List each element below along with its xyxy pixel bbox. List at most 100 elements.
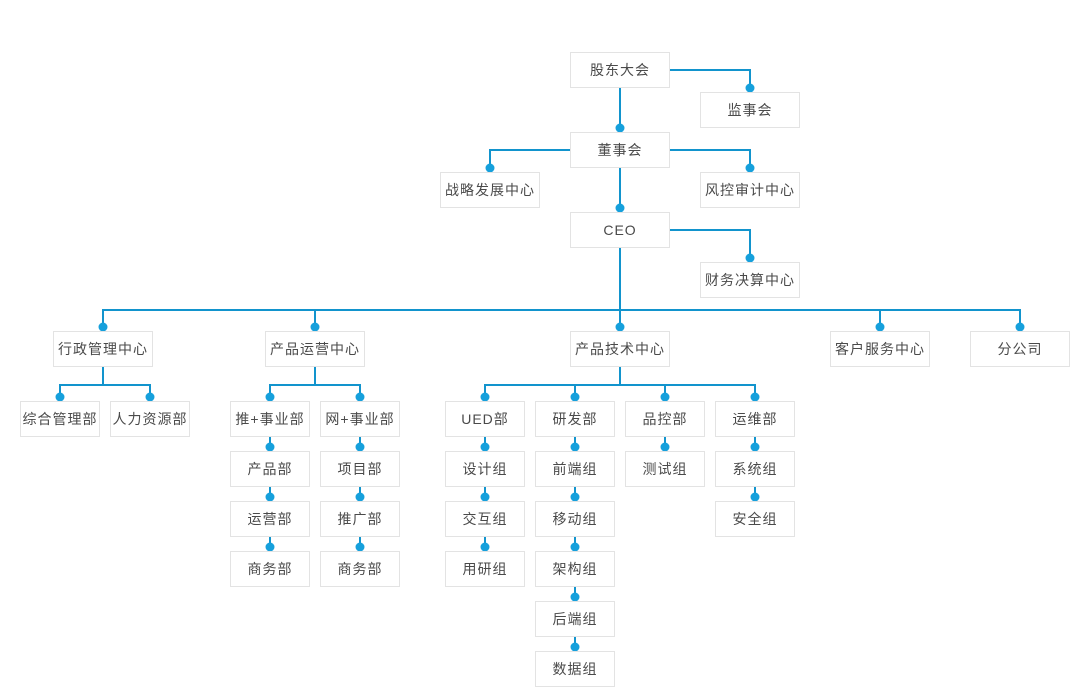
org-node-user-research-team: 用研组 <box>445 551 525 587</box>
connector-line <box>359 384 361 397</box>
org-node-risk-audit-center: 风控审计中心 <box>700 172 800 208</box>
org-node-design-team: 设计组 <box>445 451 525 487</box>
org-node-board-of-directors: 董事会 <box>570 132 670 168</box>
connector-dot <box>750 492 760 502</box>
org-node-business-dept-wang: 商务部 <box>320 551 400 587</box>
connector-dot <box>570 492 580 502</box>
connector-line <box>269 384 361 386</box>
org-node-shareholders-meeting: 股东大会 <box>570 52 670 88</box>
connector-line <box>574 384 576 397</box>
org-node-operation-dept: 运营部 <box>230 501 310 537</box>
connector-line <box>149 384 151 397</box>
connector-dot <box>1015 322 1025 332</box>
connector-line <box>59 384 151 386</box>
connector-line <box>484 487 486 497</box>
connector-dot <box>745 253 755 263</box>
connector-line <box>484 384 756 386</box>
connector-dot <box>750 442 760 452</box>
org-node-ops-dept: 运维部 <box>715 401 795 437</box>
connector-line <box>664 437 666 447</box>
connector-line <box>574 487 576 497</box>
org-node-product-dept: 产品部 <box>230 451 310 487</box>
connector-line <box>102 309 104 327</box>
org-node-mobile-team: 移动组 <box>535 501 615 537</box>
org-node-ceo: CEO <box>570 212 670 248</box>
connector-line <box>619 367 621 385</box>
connector-line <box>670 229 751 231</box>
connector-line <box>1019 309 1021 327</box>
connector-line <box>314 309 316 327</box>
connector-dot <box>265 492 275 502</box>
connector-dot <box>480 392 490 402</box>
connector-line <box>749 149 751 168</box>
connector-line <box>484 437 486 447</box>
org-node-frontend-team: 前端组 <box>535 451 615 487</box>
connector-dot <box>265 442 275 452</box>
connector-line <box>619 248 621 310</box>
connector-dot <box>265 542 275 552</box>
connector-line <box>670 69 751 71</box>
org-node-branch-company: 分公司 <box>970 331 1070 367</box>
org-node-rd-dept: 研发部 <box>535 401 615 437</box>
connector-dot <box>310 322 320 332</box>
org-node-ued-dept: UED部 <box>445 401 525 437</box>
connector-line <box>879 309 881 327</box>
connector-dot <box>570 642 580 652</box>
connector-line <box>359 437 361 447</box>
org-node-business-dept-tui: 商务部 <box>230 551 310 587</box>
org-node-general-mgmt-dept: 综合管理部 <box>20 401 100 437</box>
connector-line <box>102 309 1021 311</box>
connector-dot <box>145 392 155 402</box>
connector-dot <box>355 542 365 552</box>
connector-line <box>664 384 666 397</box>
connector-dot <box>570 392 580 402</box>
connector-line <box>749 229 751 258</box>
connector-line <box>314 367 316 385</box>
org-node-tui-business-dept: 推+事业部 <box>230 401 310 437</box>
connector-line <box>574 587 576 597</box>
org-node-supervisory-board: 监事会 <box>700 92 800 128</box>
connector-line <box>754 437 756 447</box>
connector-dot <box>480 442 490 452</box>
connector-dot <box>570 592 580 602</box>
connector-line <box>269 437 271 447</box>
org-node-system-team: 系统组 <box>715 451 795 487</box>
org-node-product-operation-center: 产品运营中心 <box>265 331 365 367</box>
org-node-admin-center: 行政管理中心 <box>53 331 153 367</box>
org-node-strategy-center: 战略发展中心 <box>440 172 540 208</box>
org-node-promotion-dept: 推广部 <box>320 501 400 537</box>
connector-dot <box>660 442 670 452</box>
org-node-hr-dept: 人力资源部 <box>110 401 190 437</box>
connector-dot <box>98 322 108 332</box>
org-node-project-dept: 项目部 <box>320 451 400 487</box>
connector-dot <box>875 322 885 332</box>
connector-line <box>574 537 576 547</box>
connector-line <box>359 537 361 547</box>
org-node-wang-business-dept: 网+事业部 <box>320 401 400 437</box>
connector-line <box>269 384 271 397</box>
connector-dot <box>480 542 490 552</box>
connector-line <box>619 88 621 128</box>
connector-line <box>484 537 486 547</box>
connector-line <box>269 487 271 497</box>
org-node-testing-team: 测试组 <box>625 451 705 487</box>
connector-line <box>670 149 751 151</box>
connector-line <box>619 309 621 327</box>
org-node-qc-dept: 品控部 <box>625 401 705 437</box>
org-node-data-team: 数据组 <box>535 651 615 687</box>
connector-dot <box>660 392 670 402</box>
org-node-backend-team: 后端组 <box>535 601 615 637</box>
connector-dot <box>615 123 625 133</box>
org-node-product-tech-center: 产品技术中心 <box>570 331 670 367</box>
connector-dot <box>745 163 755 173</box>
connector-line <box>749 69 751 88</box>
connector-line <box>489 149 570 151</box>
connector-dot <box>570 542 580 552</box>
connector-dot <box>615 203 625 213</box>
connector-line <box>484 384 486 397</box>
org-node-architecture-team: 架构组 <box>535 551 615 587</box>
connector-line <box>574 437 576 447</box>
connector-dot <box>355 392 365 402</box>
connector-line <box>359 487 361 497</box>
